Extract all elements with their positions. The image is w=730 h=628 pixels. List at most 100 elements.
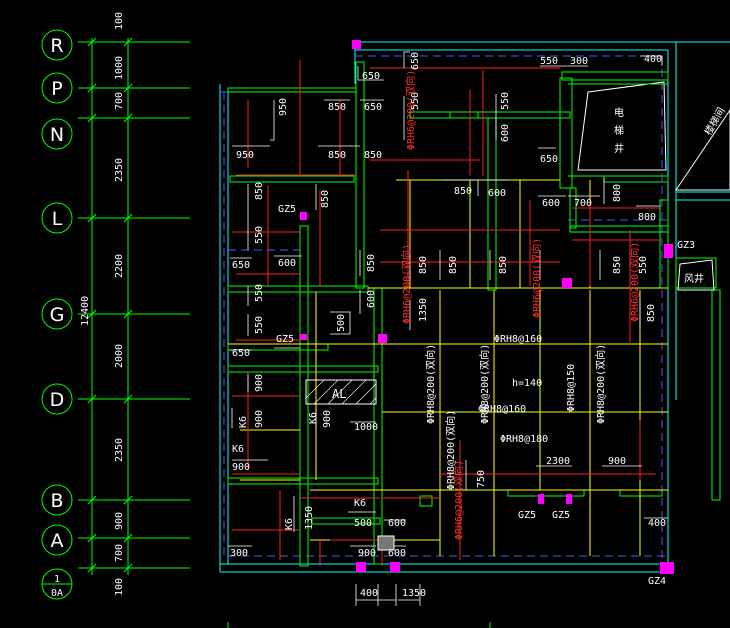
label-gz4: GZ4: [648, 576, 666, 587]
dim-900-va: 900: [254, 410, 265, 428]
dim-850-a: 850: [328, 102, 346, 113]
axis-label-d: D: [50, 389, 65, 411]
label-al: AL: [332, 387, 346, 401]
label-red-rebar-5: ΦRH6@200(双向): [452, 460, 465, 540]
dim-650-c: 650: [540, 154, 558, 165]
dim-550-vb: 550: [500, 92, 511, 110]
axis-spacing-9: 700: [114, 544, 125, 562]
dim-1350-va: 1350: [418, 298, 429, 322]
dim-850-vg: 850: [366, 254, 377, 272]
column-gz5-c: [538, 494, 544, 504]
label-rebar-150: ΦRH8@150: [566, 364, 577, 412]
label-slab-thickness: h=140: [512, 378, 542, 389]
label-gz5-c: GZ5: [518, 510, 536, 521]
dim-550-ve: 550: [254, 316, 265, 334]
dim-600-v: 600: [500, 124, 511, 142]
label-rebar-200-d: ΦRH8@200(双向): [444, 410, 457, 490]
dim-850-vj: 850: [498, 256, 509, 274]
air-shaft: [677, 259, 715, 291]
dim-850-d: 850: [454, 186, 472, 197]
column-bottom-a: [356, 562, 366, 572]
axis-bubble-d: [41, 383, 73, 415]
dim-300-top: 300: [570, 56, 588, 67]
axis-spacing-10: 100: [114, 578, 125, 596]
axis-label-l: L: [52, 208, 63, 230]
column-gz5-d: [566, 494, 572, 504]
dim-650-d: 650: [232, 260, 250, 271]
floor-plan: 650 650 550 300 400 950 850 650 550 550 …: [219, 40, 730, 628]
dim-850-vl: 550: [638, 256, 649, 274]
label-red-rebar-1: ΦRH6@200(双向): [400, 244, 413, 324]
label-red-rebar-4: ΦRH6@200(双向): [628, 242, 641, 322]
axis-label-a: A: [51, 530, 64, 552]
column-bottom-b: [390, 562, 400, 572]
dim-850-vf: 850: [320, 190, 331, 208]
axis-spacing-8: 900: [114, 512, 125, 530]
dim-300-b: 900: [358, 548, 376, 559]
label-k6-b: K6: [308, 412, 319, 424]
dim-600-f: 400: [360, 588, 378, 599]
label-k6-d: K6: [284, 518, 295, 530]
dim-550-va: 550: [410, 92, 421, 110]
label-gz5-d: GZ5: [552, 510, 570, 521]
dim-800: 800: [638, 212, 656, 223]
axis-spacing-2: 1000: [114, 56, 125, 80]
axis-label-g: G: [50, 304, 65, 326]
axis-bubble-a: [41, 524, 73, 556]
label-shaft-3: 井: [614, 142, 624, 155]
axis-label-b: B: [50, 490, 63, 512]
axis-label-r: R: [50, 35, 63, 57]
column-mid: [378, 334, 387, 343]
dim-900-vc: 1350: [304, 506, 315, 530]
dim-650-v: 650: [410, 52, 421, 70]
label-air-shaft: 风井: [684, 272, 704, 285]
axis-bubble-l: [41, 202, 73, 234]
dim-850-c: 850: [364, 150, 382, 161]
label-gz5-b: GZ5: [276, 334, 294, 345]
dim-900-h: 1000: [354, 422, 378, 433]
axis-spacing-7: 2350: [114, 438, 125, 462]
label-gz5-a: GZ5: [278, 204, 296, 215]
label-k6-c: K6: [232, 444, 244, 455]
dim-550-vf: 900: [254, 374, 265, 392]
column-gz5-b: [300, 334, 307, 340]
label-rebar-180: ΦRH8@180: [500, 434, 548, 445]
dim-2300: 900: [608, 456, 626, 467]
dim-1350-vb: 750: [476, 470, 487, 488]
dim-1000: 900: [232, 462, 250, 473]
dim-600-vd: 600: [366, 290, 377, 308]
dim-400-top: 400: [644, 54, 662, 65]
label-rebar-200-b: ΦRH8@200(双向): [478, 344, 491, 424]
dim-550-top: 550: [540, 56, 558, 67]
axis-spacing-4: 2350: [114, 158, 125, 182]
axis-label-0a: 0A: [51, 588, 63, 599]
dim-600-b: 600: [542, 198, 560, 209]
dim-600-a: 600: [488, 188, 506, 199]
dim-700: 700: [574, 198, 592, 209]
dim-950-v: 950: [278, 98, 289, 116]
dim-400-b: 300: [230, 548, 248, 559]
label-shaft-2: 梯: [614, 124, 624, 137]
label-k6-e: K6: [354, 498, 366, 509]
al-hatch-box: [305, 379, 377, 405]
axis-spacing-3: 700: [114, 92, 125, 110]
axis-bubble-n: [41, 118, 73, 150]
dim-850-vh: 850: [418, 256, 429, 274]
dim-800-v: 800: [612, 184, 623, 202]
column-gz3: [664, 244, 673, 258]
column-top-left: [352, 40, 361, 49]
axis-spacing-6: 2000: [114, 344, 125, 368]
dim-650-top: 650: [362, 71, 380, 82]
dim-1350-vc: 850: [646, 304, 657, 322]
axis-bubble-b: [41, 484, 73, 516]
dim-850-ve: 850: [254, 182, 265, 200]
elevator-shaft: [568, 81, 668, 177]
dim-900-b: 500: [354, 518, 372, 529]
column-center: [562, 278, 572, 288]
dim-550-vc: 550: [254, 226, 265, 244]
dim-950-h: 950: [236, 150, 254, 161]
axis-bubble-p: [41, 72, 73, 104]
label-red-rebar-2: ΦRH6@200(双向): [404, 70, 417, 150]
dim-750: 2300: [546, 456, 570, 467]
